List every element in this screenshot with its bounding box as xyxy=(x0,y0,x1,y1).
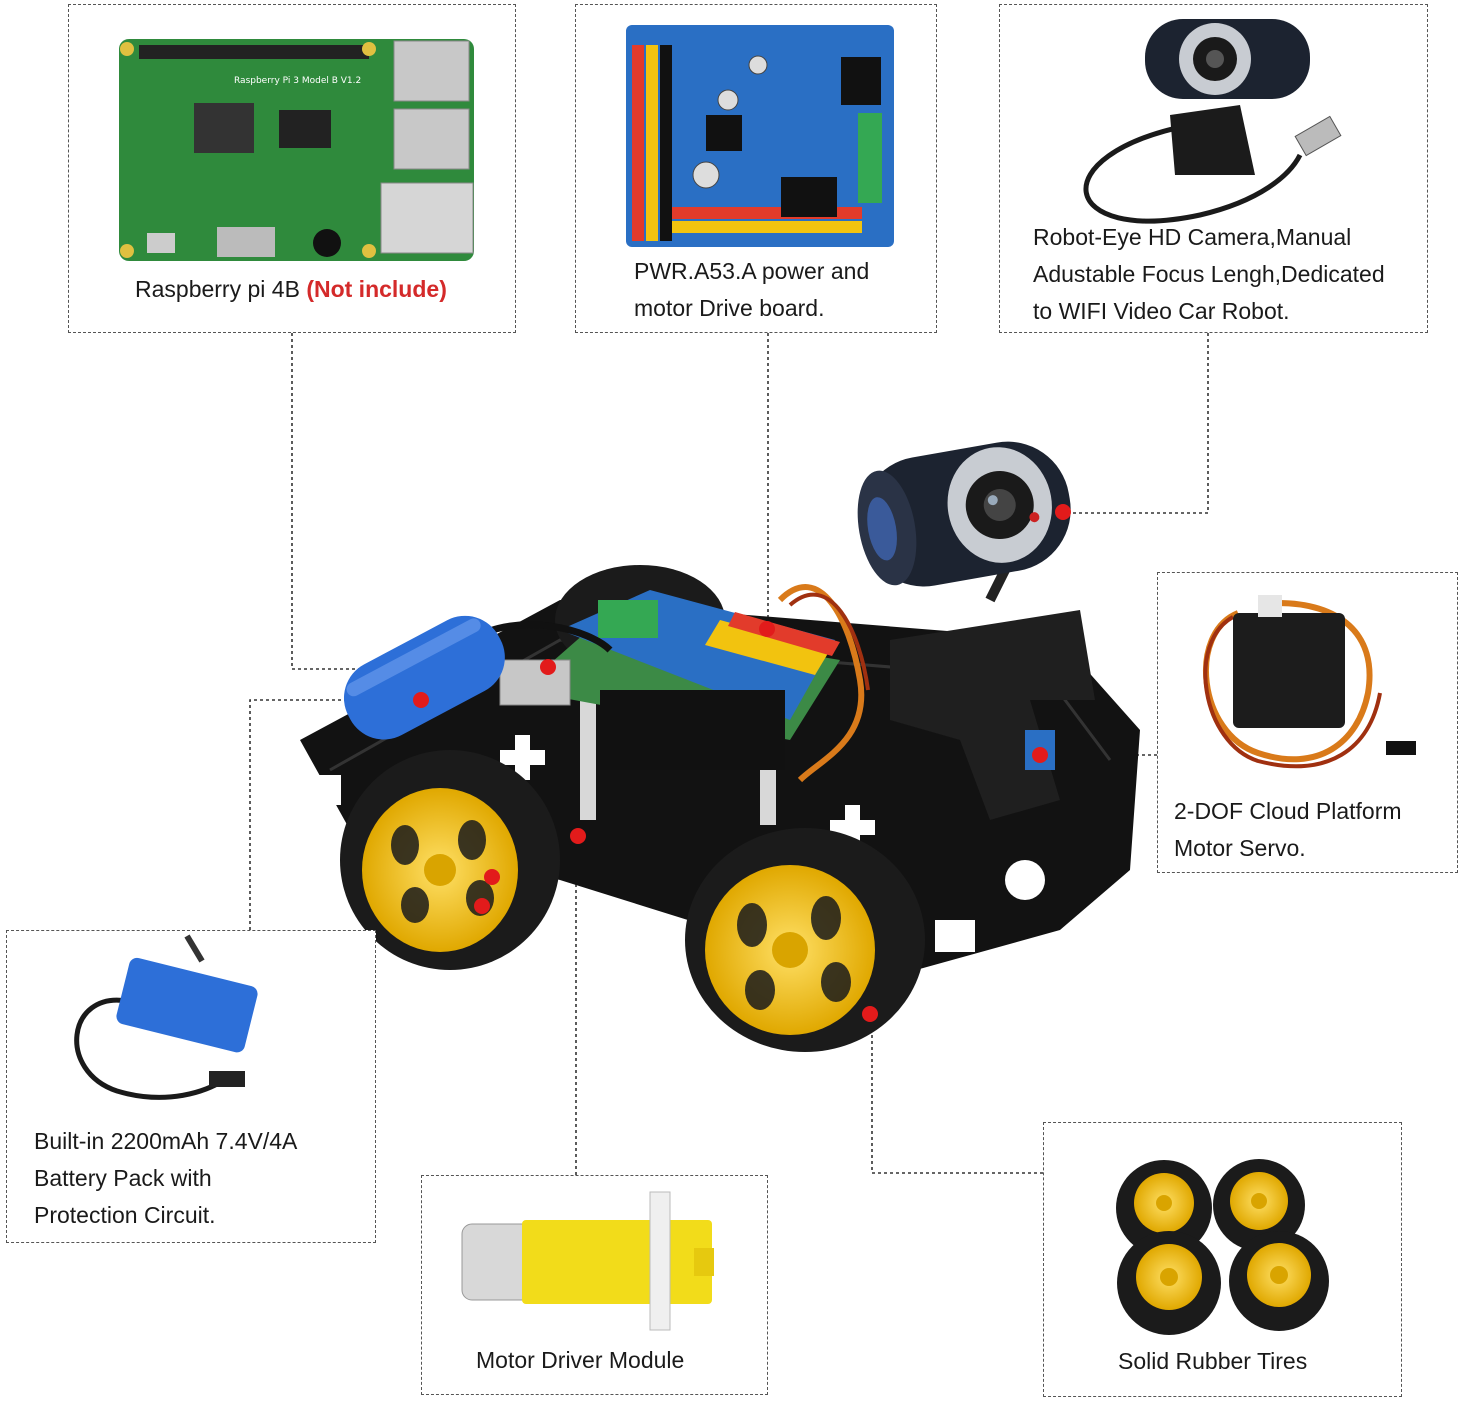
driver-board-image xyxy=(626,25,894,247)
motor-box: Motor Driver Module xyxy=(421,1175,768,1395)
raspberry-pi-label: Raspberry pi 4B xyxy=(135,276,300,302)
tires-label: Solid Rubber Tires xyxy=(1118,1348,1308,1374)
battery-image xyxy=(74,934,258,1100)
raspberry-pi-image: Raspberry Pi 3 Model B V1.2 xyxy=(119,39,474,261)
battery-caption: Built-in 2200mAh 7.4V/4A Battery Pack wi… xyxy=(34,1123,297,1234)
servo-caption: 2-DOF Cloud Platform Motor Servo. xyxy=(1174,793,1402,867)
camera-box: Robot-Eye HD Camera,Manual Adustable Foc… xyxy=(999,4,1428,333)
servo-image xyxy=(1203,595,1416,769)
driver-board-line2: motor Drive board. xyxy=(634,295,825,321)
servo-line2: Motor Servo. xyxy=(1174,835,1306,861)
robot-car-illustration xyxy=(300,441,1140,1052)
motor-caption: Motor Driver Module xyxy=(476,1342,684,1379)
connector-raspberry-pi xyxy=(291,333,548,670)
tires-image xyxy=(1116,1159,1329,1335)
servo-box: 2-DOF Cloud Platform Motor Servo. xyxy=(1157,572,1458,873)
battery-line2: Battery Pack with xyxy=(34,1165,212,1191)
camera-image xyxy=(1083,19,1342,224)
battery-line1: Built-in 2200mAh 7.4V/4A xyxy=(34,1128,298,1154)
driver-board-line1: PWR.A53.A power and xyxy=(634,258,870,284)
camera-line2: Adustable Focus Lengh,Dedicated xyxy=(1033,261,1385,287)
camera-caption: Robot-Eye HD Camera,Manual Adustable Foc… xyxy=(1033,219,1385,330)
camera-line3: to WIFI Video Car Robot. xyxy=(1033,298,1290,324)
camera-line1: Robot-Eye HD Camera,Manual xyxy=(1033,224,1352,250)
battery-box: Built-in 2200mAh 7.4V/4A Battery Pack wi… xyxy=(6,930,376,1243)
servo-line1: 2-DOF Cloud Platform xyxy=(1174,798,1402,824)
driver-board-caption: PWR.A53.A power and motor Drive board. xyxy=(634,253,869,327)
red-markers xyxy=(413,504,1071,1022)
motor-image xyxy=(461,1191,714,1331)
tires-caption: Solid Rubber Tires xyxy=(1118,1343,1307,1380)
connector-camera xyxy=(1063,333,1209,514)
battery-line3: Protection Circuit. xyxy=(34,1202,216,1228)
motor-label: Motor Driver Module xyxy=(476,1347,685,1373)
tires-box: Solid Rubber Tires xyxy=(1043,1122,1402,1397)
raspberry-pi-box: Raspberry Pi 3 Model B V1.2 Raspberry pi… xyxy=(68,4,516,333)
front-right-wheel xyxy=(685,828,925,1052)
raspberry-pi-caption: Raspberry pi 4B (Not include) xyxy=(135,271,447,308)
board-silkscreen-text: Raspberry Pi 3 Model B V1.2 xyxy=(234,76,361,86)
driver-board-box: PWR.A53.A power and motor Drive board. xyxy=(575,4,937,333)
not-included-note: (Not include) xyxy=(306,276,447,302)
connector-tires xyxy=(871,1015,1043,1174)
